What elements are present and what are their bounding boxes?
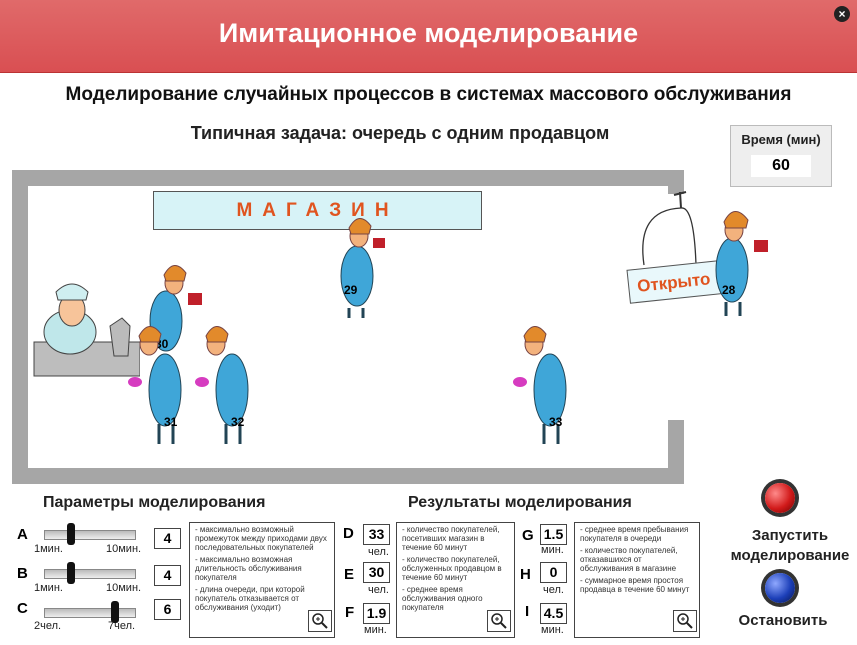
close-icon[interactable]: × xyxy=(834,6,850,22)
result-e-unit: чел. xyxy=(368,584,389,596)
param-a-min: 1мин. xyxy=(34,543,63,555)
zoom-icon xyxy=(491,613,507,629)
param-b-value: 4 xyxy=(154,565,181,586)
task-title: Типичная задача: очередь с одним продавц… xyxy=(190,123,610,143)
subtitle: Моделирование случайных процессов в сист… xyxy=(65,84,792,105)
zoom-button[interactable] xyxy=(308,610,332,632)
result-e-description: - количество покупателей, обслуженных пр… xyxy=(402,555,502,582)
result-d-unit: чел. xyxy=(368,546,389,558)
param-b-letter: B xyxy=(17,565,28,582)
result-i-letter: I xyxy=(525,603,530,620)
title-bar: Имитационное моделирование × xyxy=(0,0,857,73)
result-g-description: - среднее время пребывания покупателя в … xyxy=(580,525,689,543)
param-c-value: 6 xyxy=(154,599,181,620)
result-i-value: 4.5 xyxy=(540,603,567,624)
zoom-icon xyxy=(677,613,693,629)
result-d-value: 33 xyxy=(363,524,390,545)
param-a-letter: A xyxy=(17,526,28,543)
time-panel: Время (мин) 60 xyxy=(730,125,832,187)
shop-sign: МАГАЗИН xyxy=(153,191,482,230)
param-a-max: 10мин. xyxy=(106,543,142,555)
param-c-letter: C xyxy=(17,600,28,617)
result-f-unit: мин. xyxy=(364,624,387,636)
start-label-line2: моделирование xyxy=(730,547,850,564)
stop-button[interactable] xyxy=(765,573,795,603)
result-h-letter: H xyxy=(520,566,531,583)
result-h-value: 0 xyxy=(540,562,567,583)
param-c-min: 2чел. xyxy=(34,620,62,632)
result-e-value: 30 xyxy=(363,562,390,583)
result-d-description: - количество покупателей, посетивших маг… xyxy=(402,525,500,552)
param-b-slider-handle[interactable] xyxy=(67,562,75,584)
customer-figure xyxy=(715,211,768,316)
param-b-description: - максимально возможная длительность обс… xyxy=(195,555,302,582)
param-b-min: 1мин. xyxy=(34,582,63,594)
zoom-button[interactable] xyxy=(487,610,511,632)
result-g-letter: G xyxy=(522,527,534,544)
stop-label: Остановить xyxy=(738,612,828,629)
customer-number: 33 xyxy=(549,415,563,429)
param-b-slider[interactable] xyxy=(44,562,136,584)
customer-figure xyxy=(128,326,182,444)
shop-floor xyxy=(28,186,668,468)
result-i-unit: мин. xyxy=(541,624,564,636)
param-a-slider[interactable] xyxy=(44,523,136,545)
parameters-title: Параметры моделирования xyxy=(43,494,266,511)
result-f-value: 1.9 xyxy=(363,603,390,624)
customer-figure xyxy=(195,326,249,444)
time-value: 60 xyxy=(751,155,811,177)
result-d-letter: D xyxy=(343,525,354,542)
param-c-slider-handle[interactable] xyxy=(111,601,119,623)
param-c-slider[interactable] xyxy=(44,601,136,623)
customer-number: 29 xyxy=(344,283,358,297)
customer-figure xyxy=(340,218,385,318)
param-a-value: 4 xyxy=(154,528,181,549)
start-button[interactable] xyxy=(765,483,795,513)
param-b-max: 10мин. xyxy=(106,582,142,594)
customer-figure xyxy=(513,326,567,444)
time-label: Время (мин) xyxy=(741,132,821,147)
customer-number: 28 xyxy=(722,283,736,297)
result-h-description: - количество покупателей, отказавшихся о… xyxy=(580,546,678,573)
zoom-button[interactable] xyxy=(673,610,697,632)
param-a-description: - максимально возможный промежуток между… xyxy=(195,525,327,552)
result-f-letter: F xyxy=(345,604,355,621)
shop-door-gap xyxy=(668,194,684,420)
results-title: Результаты моделирования xyxy=(408,494,632,511)
customer-number: 32 xyxy=(231,415,245,429)
open-sign-string xyxy=(642,191,697,266)
start-label-line1: Запустить xyxy=(751,527,829,544)
result-h-unit: чел. xyxy=(543,584,564,596)
result-f-description: - среднее время обслуживания одного поку… xyxy=(402,585,483,612)
result-g-unit: мин. xyxy=(541,544,564,556)
param-a-slider-handle[interactable] xyxy=(67,523,75,545)
customer-number: 31 xyxy=(164,415,178,429)
result-g-value: 1.5 xyxy=(540,524,567,545)
param-c-max: 7чел. xyxy=(108,620,136,632)
result-i-description: - суммарное время простоя продавца в теч… xyxy=(580,576,690,594)
seller-figure xyxy=(33,283,140,377)
result-e-letter: E xyxy=(344,566,355,583)
window-title: Имитационное моделирование xyxy=(218,18,639,48)
param-c-description: - длина очереди, при которой покупатель … xyxy=(195,585,305,612)
zoom-icon xyxy=(312,613,328,629)
